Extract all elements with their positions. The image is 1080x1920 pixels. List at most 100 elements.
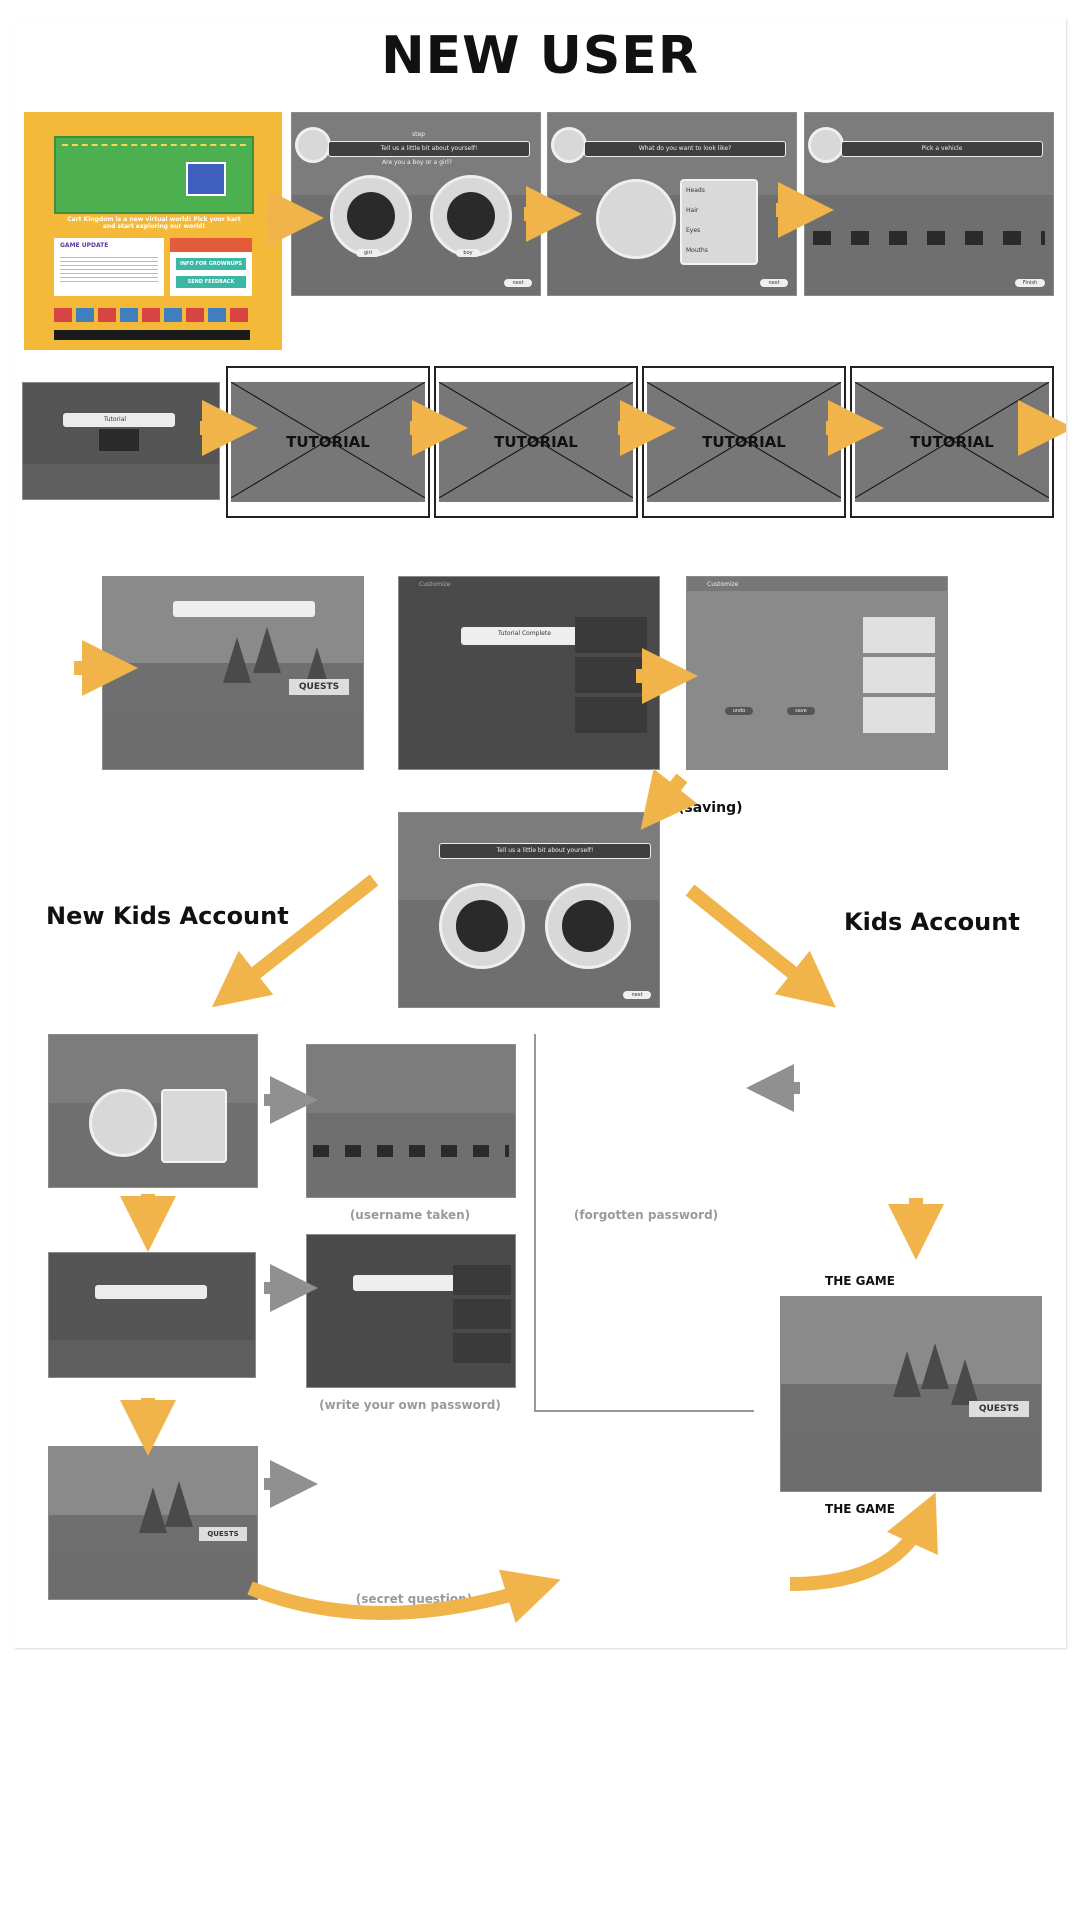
ground <box>49 1553 257 1599</box>
prompt-bar: Tell us a little bit about yourself! <box>439 843 651 859</box>
landing-page-thumbnail: Cart Kingdom is a new virtual world! Pic… <box>24 112 282 350</box>
appearance-step-screen-new <box>48 1034 258 1188</box>
tutorial-dialog <box>95 1285 207 1299</box>
prompt-bar: What do you want to look like? <box>584 141 786 157</box>
write-your-own-password-caption: (write your own password) <box>319 1398 501 1412</box>
placeholder-cross <box>647 382 841 498</box>
update-panel: GAME UPDATE <box>54 238 164 296</box>
customize-title: Customize <box>419 581 451 588</box>
tutorial-placeholder-2: TUTORIAL <box>434 366 638 518</box>
vehicle-step-screen-new <box>306 1044 516 1198</box>
info-red-bar <box>170 238 252 252</box>
girl-option[interactable] <box>439 883 525 969</box>
gray-arrows <box>264 1064 800 1508</box>
pennant-string <box>62 144 246 150</box>
quests-sign[interactable]: QUESTS <box>289 679 349 695</box>
boy-option[interactable] <box>430 175 512 257</box>
swatch-grid <box>453 1265 511 1365</box>
tutorial-label: TUTORIAL <box>910 433 994 451</box>
kids-account-label: Kids Account <box>844 908 1020 936</box>
forgotten-password-divider <box>534 1034 536 1412</box>
chat-bar <box>173 601 315 617</box>
prompt-text: Tell us a little bit about yourself! <box>380 145 478 152</box>
send-feedback-button[interactable]: SEND FEEDBACK <box>176 276 246 288</box>
prompt-bar: Tell us a little bit about yourself! <box>328 141 530 157</box>
prompt-text: Tell us a little bit about yourself! <box>496 847 594 854</box>
undo-button[interactable]: undo <box>725 707 753 715</box>
tutorial-placeholder-3: TUTORIAL <box>642 366 846 518</box>
customize-header <box>687 577 947 591</box>
tree <box>223 637 251 683</box>
prompt-text: What do you want to look like? <box>638 145 732 152</box>
ground <box>23 464 219 499</box>
tutorial-label: TUTORIAL <box>286 433 370 451</box>
map-sketch <box>186 162 226 196</box>
avatar-preview <box>89 1089 157 1157</box>
tutorial-label: TUTORIAL <box>494 433 578 451</box>
tree <box>921 1343 949 1389</box>
option-eyes: Eyes <box>686 227 701 234</box>
boy-label: boy <box>456 249 480 257</box>
ground <box>49 1339 255 1377</box>
flow-diagram-board: NEW USER Cart Kingdom is a new virtual w… <box>14 18 1066 1648</box>
page-title: NEW USER <box>381 26 699 86</box>
boy-option[interactable] <box>545 883 631 969</box>
swatch-grid <box>575 617 647 737</box>
customize-title: Customize <box>707 581 739 588</box>
avatar-preview <box>596 179 676 259</box>
ground <box>781 1432 1041 1491</box>
game-world-screen-returning: QUESTS <box>780 1296 1042 1492</box>
customize-screen-tutorial: Customize Tutorial Complete <box>398 576 660 770</box>
tutorial-dialog-title: Tutorial <box>104 416 127 423</box>
tutorial-label: TUTORIAL <box>702 433 786 451</box>
forgotten-password-caption: (forgotten password) <box>573 1208 719 1222</box>
tree <box>951 1359 979 1405</box>
new-kids-account-label: New Kids Account <box>46 902 289 930</box>
quests-sign[interactable]: QUESTS <box>969 1401 1029 1417</box>
finish-button[interactable]: Finish <box>1015 279 1045 287</box>
tree <box>165 1481 193 1527</box>
vehicle-row <box>313 1145 509 1157</box>
swatch-grid[interactable] <box>863 617 935 737</box>
avatar-peg-icon <box>551 127 587 163</box>
info-for-grownups-button[interactable]: INFO FOR GROWNUPS <box>176 258 246 270</box>
landing-headline: Cart Kingdom is a new virtual world! Pic… <box>67 216 241 230</box>
placeholder-cross <box>855 382 1049 498</box>
update-text-lines <box>60 254 158 282</box>
gender-step-screen: Tell us a little bit about yourself! ste… <box>291 112 541 296</box>
next-button[interactable]: next <box>504 279 532 287</box>
option-mouths: Mouths <box>686 247 708 254</box>
vehicle-step-screen: Pick a vehicle Finish <box>804 112 1054 296</box>
flow-arrows <box>74 182 1066 1624</box>
customize-screen-new <box>306 1234 516 1388</box>
gender-step-screen-saving: Tell us a little bit about yourself! nex… <box>398 812 660 1008</box>
tree <box>893 1351 921 1397</box>
save-button[interactable]: save <box>787 707 815 715</box>
prompt-text: Pick a vehicle <box>921 145 963 152</box>
chalkboard-banner <box>54 136 254 214</box>
tutorial-dialog: Tutorial <box>63 413 175 427</box>
next-button[interactable]: next <box>623 991 651 999</box>
quests-sign[interactable]: QUESTS <box>199 1527 247 1541</box>
tutorial-placeholder-1: TUTORIAL <box>226 366 430 518</box>
vehicle-row <box>813 231 1045 245</box>
option-heads: Heads <box>686 187 705 194</box>
next-button[interactable]: next <box>760 279 788 287</box>
footer-strip <box>54 330 250 340</box>
tutorial-complete-text: Tutorial Complete <box>498 630 551 637</box>
tutorial-screen: Tutorial <box>22 382 220 500</box>
ground <box>103 711 363 769</box>
tutorial-video-frame <box>99 429 139 451</box>
tutorial-screen-new <box>48 1252 256 1378</box>
customize-screen: Customize undo save <box>686 576 948 770</box>
placeholder-cross <box>231 382 425 498</box>
forgotten-password-divider-base <box>534 1410 754 1412</box>
the-game-label-bottom: THE GAME <box>825 1502 895 1516</box>
appearance-options-panel: Heads Hair Eyes Mouths <box>680 179 758 265</box>
tree <box>253 627 281 673</box>
tree <box>139 1487 167 1533</box>
username-taken-caption: (username taken) <box>349 1208 471 1222</box>
option-hair: Hair <box>686 207 699 214</box>
step-label: step <box>412 131 425 138</box>
forest-background <box>307 1045 515 1114</box>
